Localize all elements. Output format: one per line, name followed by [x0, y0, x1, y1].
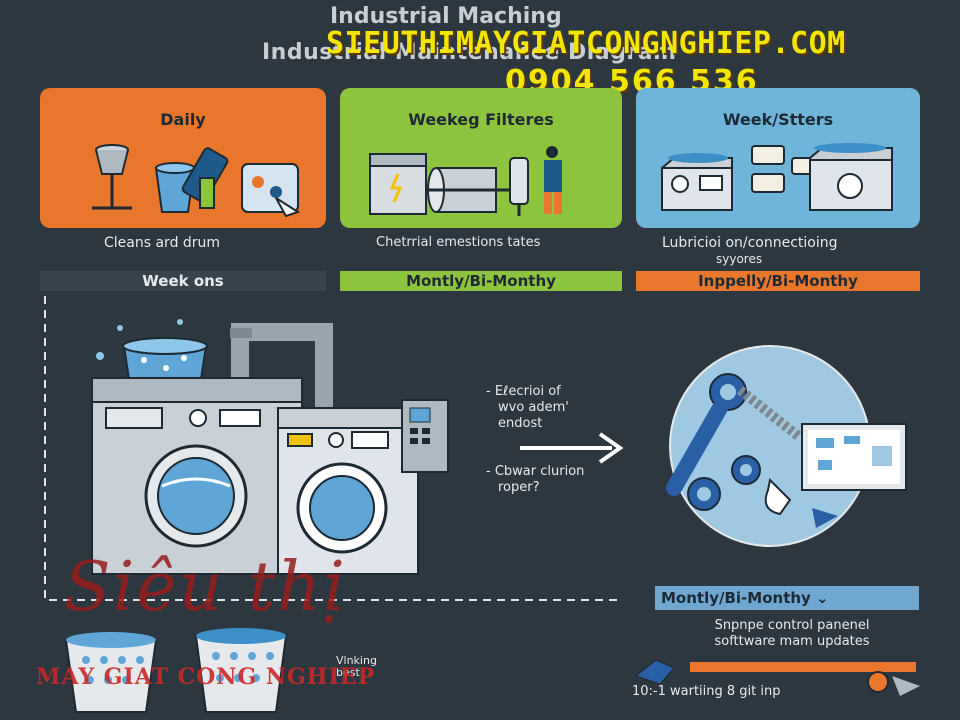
page-title: Industrial Maching: [330, 4, 562, 29]
small-note: Vlnking best: [336, 655, 377, 679]
note-line: endost: [498, 416, 543, 431]
parts-circle-illustration: [666, 345, 907, 547]
card-title: Daily: [160, 110, 206, 129]
lubrication-illustration: [661, 143, 893, 211]
filter-machine-illustration: [369, 146, 562, 216]
progress-illustration: [634, 659, 920, 696]
note-electrical: - Eℓecrioi of wvo adem' endost: [486, 384, 569, 432]
small-note-line: best: [336, 666, 360, 679]
cleaning-tools-illustration: [92, 144, 301, 218]
note-line: Eℓecrioi of: [494, 384, 561, 399]
note-bullet: -: [486, 384, 491, 399]
frequency-bar-3: Inppelly/Bi-Monthy: [636, 271, 920, 291]
note-line: Cbwar clurion: [494, 464, 585, 479]
note-line: roper?: [498, 480, 540, 495]
frequency-bar-2: Montly/Bi-Monthy: [340, 271, 622, 291]
card-daily: Daily: [40, 88, 326, 228]
arrow-right-icon: [520, 432, 624, 464]
frequency-select[interactable]: Montly/Bi-Monthy ⌄: [655, 586, 919, 610]
note-power: - Cbwar clurion roper?: [486, 464, 584, 496]
card-weekly-filters: Weekeg Filteres: [340, 88, 622, 228]
panel-desc: Snpnpe control panenel softtware mam upd…: [672, 618, 912, 650]
panel-desc-line: Snpnpe control panenel: [714, 618, 870, 633]
card-desc-week-stters-2: syyores: [716, 252, 763, 266]
washing-machines-illustration: [91, 319, 449, 575]
note-line: wvo adem': [498, 400, 569, 415]
note-bullet: -: [486, 464, 491, 479]
brand-url: SIEUTHIMAYGIATCONGNGHIEP.COM: [326, 26, 846, 61]
frequency-bar-1: Week ons: [40, 271, 326, 291]
page-subtitle: Industrial Maintenance Diagram: [262, 40, 677, 65]
panel-desc-line: softtware mam updates: [714, 634, 870, 649]
watermark-logo: Siêu thị: [64, 548, 347, 627]
card-desc-daily: Cleans ard drum: [104, 235, 221, 251]
laundry-baskets-illustration: [64, 628, 288, 713]
card-title: Weekeg Filteres: [408, 110, 554, 129]
watermark-logo-subtitle: MAY GIAT CONG NGHIEP: [36, 664, 376, 690]
card-desc-week-stters: Lubricioi on/connectioing: [662, 235, 838, 251]
footer-note: 10:-1 wartiing 8 git inp: [632, 684, 781, 699]
card-desc-weekly: Chetrrial emestions tates: [376, 235, 541, 250]
card-week-stters: Week/Stters: [636, 88, 920, 228]
card-title: Week/Stters: [722, 110, 834, 129]
small-note-line: Vlnking: [336, 654, 377, 667]
